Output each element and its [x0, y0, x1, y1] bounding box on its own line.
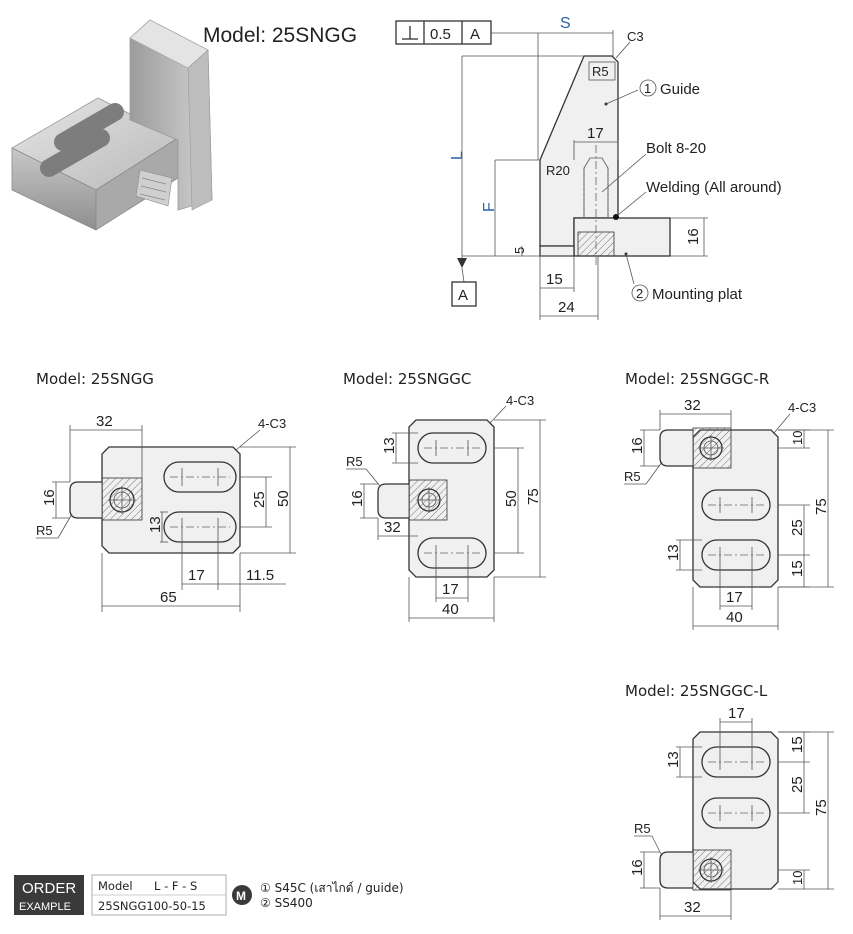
v1-dim-17: 17 [188, 567, 205, 584]
v3-dim-15: 15 [789, 560, 806, 577]
order-model-label: Model [98, 879, 133, 893]
order-label-2: EXAMPLE [19, 901, 71, 913]
v3-dim-16: 16 [629, 437, 646, 454]
v1-dim-32: 32 [96, 413, 113, 430]
v1-dim-11-5: 11.5 [246, 567, 274, 584]
v2-label-r5: R5 [346, 454, 363, 469]
dim-F: F [481, 202, 498, 212]
view-25snggc-r: Model: 25SNGGC-R 32 4-C3 16 R5 10 [624, 370, 834, 630]
guide-num: 1 [644, 81, 651, 96]
v3-dim-10: 10 [790, 431, 805, 445]
v4-dim-16: 16 [629, 859, 646, 876]
label-guide: Guide [660, 81, 700, 98]
label-mount: Mounting plat [652, 286, 743, 303]
v3-dim-75: 75 [813, 498, 830, 515]
v2-dim-50: 50 [503, 490, 520, 507]
label-c3: C3 [627, 29, 644, 44]
v4-dim-10: 10 [790, 871, 805, 885]
dim-17-side: 17 [587, 125, 604, 142]
v2-dim-32: 32 [384, 519, 401, 536]
dim-15-side: 15 [546, 271, 563, 288]
v3-label-r5: R5 [624, 469, 641, 484]
v2-dim-13: 13 [381, 437, 398, 454]
v4-dim-32: 32 [684, 899, 701, 916]
view4-title: Model: 25SNGGC-L [625, 682, 768, 700]
v4-dim-25: 25 [789, 776, 806, 793]
v3-dim-25: 25 [789, 519, 806, 536]
v1-dim-50: 50 [275, 490, 292, 507]
material-2: ② SS400 [260, 896, 313, 910]
v1-dim-65: 65 [160, 589, 177, 606]
v4-dim-17: 17 [728, 705, 745, 722]
v4-dim-15: 15 [789, 736, 806, 753]
tolerance-datum: A [470, 26, 480, 43]
tolerance-value: 0.5 [430, 26, 451, 43]
v1-label-r5: R5 [36, 523, 53, 538]
v2-dim-16: 16 [349, 490, 366, 507]
v1-label-c3: 4-C3 [258, 416, 286, 431]
view2-title: Model: 25SNGGC [343, 370, 471, 388]
label-bolt: Bolt 8-20 [646, 140, 706, 157]
dim-S: S [560, 15, 571, 32]
dim-L: L [449, 151, 466, 160]
side-view: L F 5 A S C3 R5 R20 1 Guide [449, 15, 782, 320]
datum-A: A [458, 287, 468, 304]
dim-24-side: 24 [558, 299, 575, 316]
label-r20: R20 [546, 163, 570, 178]
v3-label-c3: 4-C3 [788, 400, 816, 415]
v3-dim-32: 32 [684, 397, 701, 414]
v3-dim-13: 13 [665, 544, 682, 561]
header-model: Model: 25SNGG [203, 24, 357, 47]
v4-dim-75: 75 [813, 799, 830, 816]
material-1: ① S45C (เสาไกด์ / guide) [260, 881, 404, 895]
v1-dim-13: 13 [147, 516, 164, 533]
view3-title: Model: 25SNGGC-R [625, 370, 769, 388]
material-badge: M [236, 889, 246, 903]
v2-label-c3: 4-C3 [506, 393, 534, 408]
view-25sngg: Model: 25SNGG 32 4-C3 16 R5 [36, 370, 296, 612]
mount-num: 2 [636, 286, 643, 301]
v2-dim-40: 40 [442, 601, 459, 618]
v4-label-r5: R5 [634, 821, 651, 836]
label-r5: R5 [592, 64, 609, 79]
v1-dim-25: 25 [251, 491, 268, 508]
view-25snggc: Model: 25SNGGC 4-C3 13 R5 16 32 [343, 370, 546, 622]
order-example: ORDER EXAMPLE Model L - F - S 25SNGG100-… [14, 874, 404, 916]
tolerance-frame: 0.5 A [395, 20, 538, 45]
v3-dim-40: 40 [726, 609, 743, 626]
v3-dim-17: 17 [726, 589, 743, 606]
v4-dim-13: 13 [665, 751, 682, 768]
order-example-value: 25SNGG100-50-15 [98, 899, 206, 913]
v1-dim-16: 16 [41, 489, 58, 506]
view-25snggc-l: Model: 25SNGGC-L 17 13 15 25 75 [625, 682, 834, 920]
dim-16-side: 16 [685, 228, 702, 245]
view1-title: Model: 25SNGG [36, 370, 154, 388]
dim-5: 5 [512, 247, 527, 254]
order-label-1: ORDER [22, 880, 76, 897]
product-render [11, 19, 213, 231]
label-welding: Welding (All around) [646, 179, 782, 196]
order-fields: L - F - S [154, 879, 197, 893]
v2-dim-17: 17 [442, 581, 459, 598]
v2-dim-75: 75 [525, 488, 542, 505]
